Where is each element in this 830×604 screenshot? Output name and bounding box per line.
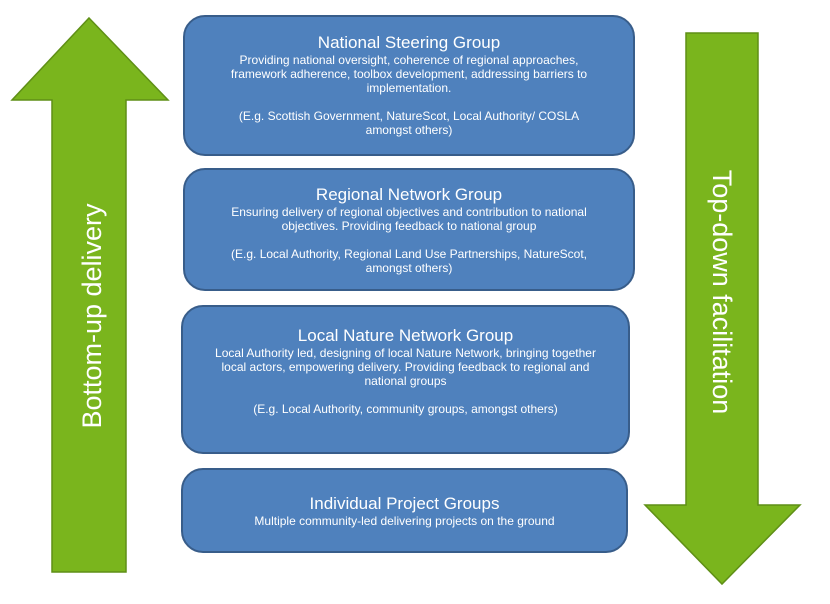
group-example: (E.g. Local Authority, Regional Land Use… xyxy=(231,247,587,275)
top-down-arrow-label: Top-down facilitation xyxy=(707,170,737,415)
group-example: (E.g. Scottish Government, NatureScot, L… xyxy=(238,109,580,137)
local-nature-network-group-box: Local Nature Network Group Local Authori… xyxy=(181,305,630,454)
individual-project-groups-box: Individual Project Groups Multiple commu… xyxy=(181,468,628,553)
group-description: Providing national oversight, coherence … xyxy=(230,53,588,95)
top-down-arrow-shape xyxy=(643,32,802,586)
group-description: Local Authority led, designing of local … xyxy=(215,346,596,388)
group-description: Ensuring delivery of regional objectives… xyxy=(231,205,587,233)
group-title: National Steering Group xyxy=(317,33,501,52)
regional-network-group-box: Regional Network Group Ensuring delivery… xyxy=(183,168,635,291)
group-example: (E.g. Local Authority, community groups,… xyxy=(253,402,558,416)
group-title: Individual Project Groups xyxy=(309,494,500,513)
national-steering-group-box: National Steering Group Providing nation… xyxy=(183,15,635,156)
group-title: Regional Network Group xyxy=(315,185,503,204)
group-description: Multiple community-led delivering projec… xyxy=(254,514,555,528)
bottom-up-arrow-label: Bottom-up delivery xyxy=(77,203,107,429)
group-title: Local Nature Network Group xyxy=(297,326,514,345)
bottom-up-arrow-shape xyxy=(10,16,170,573)
